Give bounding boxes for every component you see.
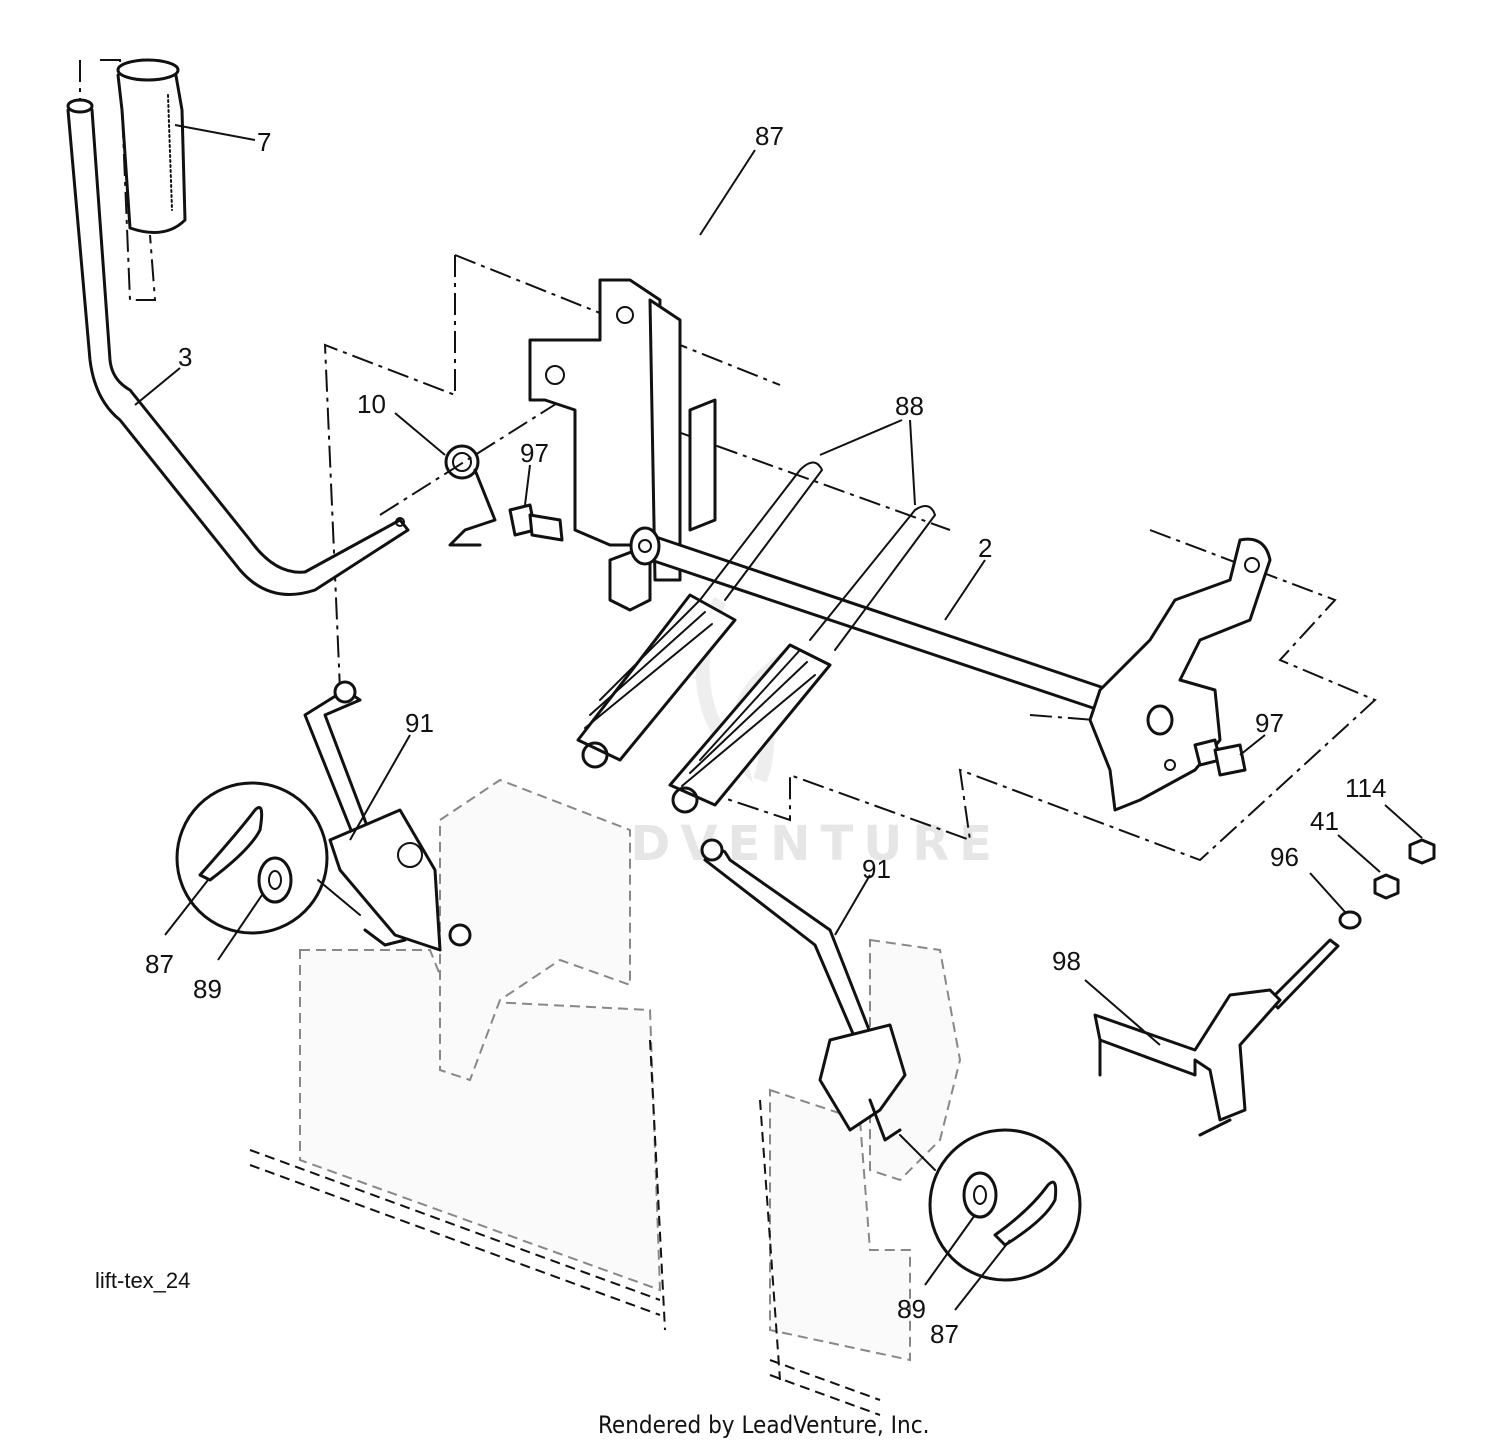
callouts: 7 87 3 10 97 88 2 91 97 114 41 96 91 98 … [145, 121, 1386, 1349]
callout-87: 87 [145, 949, 174, 979]
callout-96: 96 [1270, 842, 1299, 872]
figure-code: lift-tex_24 [95, 1268, 190, 1293]
callout-87: 87 [755, 121, 784, 151]
mower-deck-outline [249, 778, 962, 1416]
callout-7: 7 [257, 127, 271, 157]
callout-10: 10 [357, 389, 386, 419]
callout-89: 89 [193, 974, 222, 1004]
callout-87: 87 [930, 1319, 959, 1349]
callout-41: 41 [1310, 806, 1339, 836]
callout-97: 97 [1255, 708, 1284, 738]
callout-114: 114 [1345, 773, 1386, 803]
lift-link-91-right [700, 838, 907, 1142]
callout-3: 3 [178, 342, 192, 372]
callout-91: 91 [862, 854, 891, 884]
leader-lines [134, 124, 1423, 1311]
callout-89: 89 [897, 1294, 926, 1324]
extension-springs-88 [576, 461, 936, 814]
shoulder-bolt-97-left [508, 503, 564, 542]
callout-97: 97 [520, 438, 549, 468]
detail-callout-right [899, 1128, 1082, 1282]
deck-hanger-98 [1093, 988, 1282, 1137]
detail-callout-left [175, 781, 361, 935]
torsion-spring-10 [444, 444, 497, 547]
callout-88: 88 [895, 391, 924, 421]
shoulder-bolt-97-right [1193, 738, 1247, 777]
lift-arm-right [1088, 537, 1272, 812]
lift-handle-3 [66, 98, 410, 596]
callout-91: 91 [405, 708, 434, 738]
callout-2: 2 [978, 533, 992, 563]
callout-98: 98 [1052, 946, 1081, 976]
render-credit: Rendered by LeadVenture, Inc. [598, 1411, 929, 1439]
handle-grip-7 [116, 58, 187, 234]
